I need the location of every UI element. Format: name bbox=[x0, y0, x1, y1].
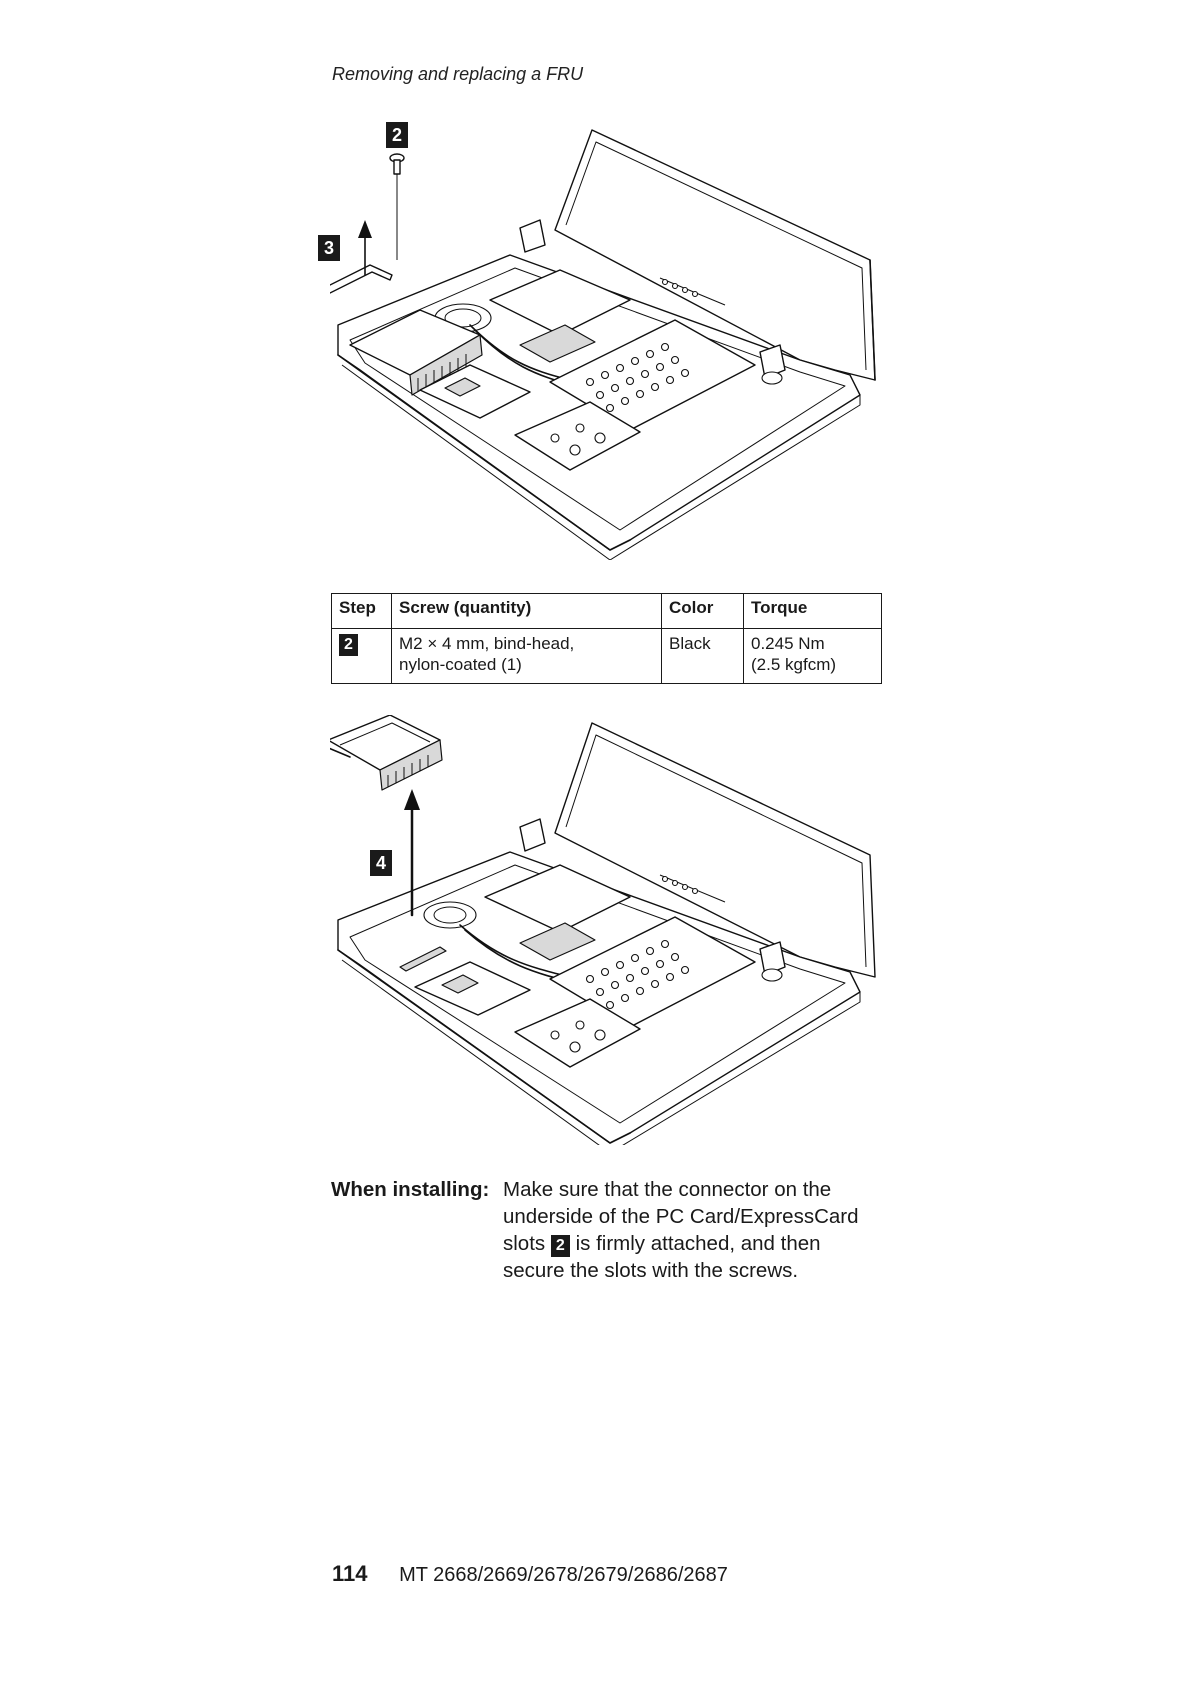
cell-color: Black bbox=[661, 628, 744, 684]
header-color: Color bbox=[661, 593, 744, 629]
page-footer: 114 MT 2668/2669/2678/2679/2686/2687 bbox=[332, 1561, 728, 1587]
cell-step: 2 bbox=[331, 628, 392, 684]
installing-text: Make sure that the connector on the unde… bbox=[503, 1176, 883, 1284]
running-head: Removing and replacing a FRU bbox=[332, 64, 584, 84]
screw-spec-table: Step Screw (quantity) Color Torque 2 M2 … bbox=[331, 593, 882, 684]
callout-3: 3 bbox=[318, 235, 340, 261]
installing-text-before: Make sure that the connector on the unde… bbox=[503, 1178, 859, 1255]
laptop-illustration-2 bbox=[325, 714, 876, 1154]
installing-label: When installing: bbox=[331, 1178, 490, 1201]
figure-remove-screw-bracket: 2 3 bbox=[317, 120, 890, 561]
arrow-head-icon bbox=[358, 220, 372, 238]
laptop-illustration-1 bbox=[317, 129, 876, 561]
header-step: Step bbox=[331, 593, 392, 629]
screw-icon bbox=[389, 153, 405, 260]
table-row: 2 M2 × 4 mm, bind-head,nylon-coated (1) … bbox=[331, 628, 882, 684]
bracket-part bbox=[319, 264, 393, 297]
installing-callout: 2 bbox=[550, 1235, 570, 1257]
screw-line-1: M2 × 4 mm, bind-head, bbox=[399, 634, 575, 653]
callout-4: 4 bbox=[370, 850, 392, 876]
cell-screw: M2 × 4 mm, bind-head, nylon-coated (1) bbox=[391, 628, 662, 684]
table-header-row: Step Screw (quantity) Color Torque bbox=[331, 593, 882, 629]
screw-line-2: nylon-coated (1) bbox=[399, 655, 522, 674]
torque-line-1: 0.245 Nm bbox=[751, 634, 825, 653]
header-torque: Torque bbox=[743, 593, 882, 629]
torque-line-2: (2.5 kgfcm) bbox=[751, 655, 837, 674]
plate-holes-2 bbox=[585, 939, 690, 1010]
model-numbers: MT 2668/2669/2678/2679/2686/2687 bbox=[399, 1564, 728, 1586]
header-screw: Screw (quantity) bbox=[391, 593, 662, 629]
callout-2: 2 bbox=[386, 122, 408, 148]
card-slot-module bbox=[325, 714, 443, 791]
arrow-head-icon bbox=[404, 789, 420, 810]
installing-text-after: is firmly attached, and then secure the … bbox=[503, 1232, 821, 1282]
page-number: 114 bbox=[332, 1561, 368, 1586]
plate-holes-1 bbox=[585, 342, 690, 413]
step-callout: 2 bbox=[339, 634, 358, 656]
cell-torque: 0.245 Nm (2.5 kgfcm) bbox=[743, 628, 882, 684]
figure-remove-card-slot: 4 bbox=[325, 714, 890, 1154]
